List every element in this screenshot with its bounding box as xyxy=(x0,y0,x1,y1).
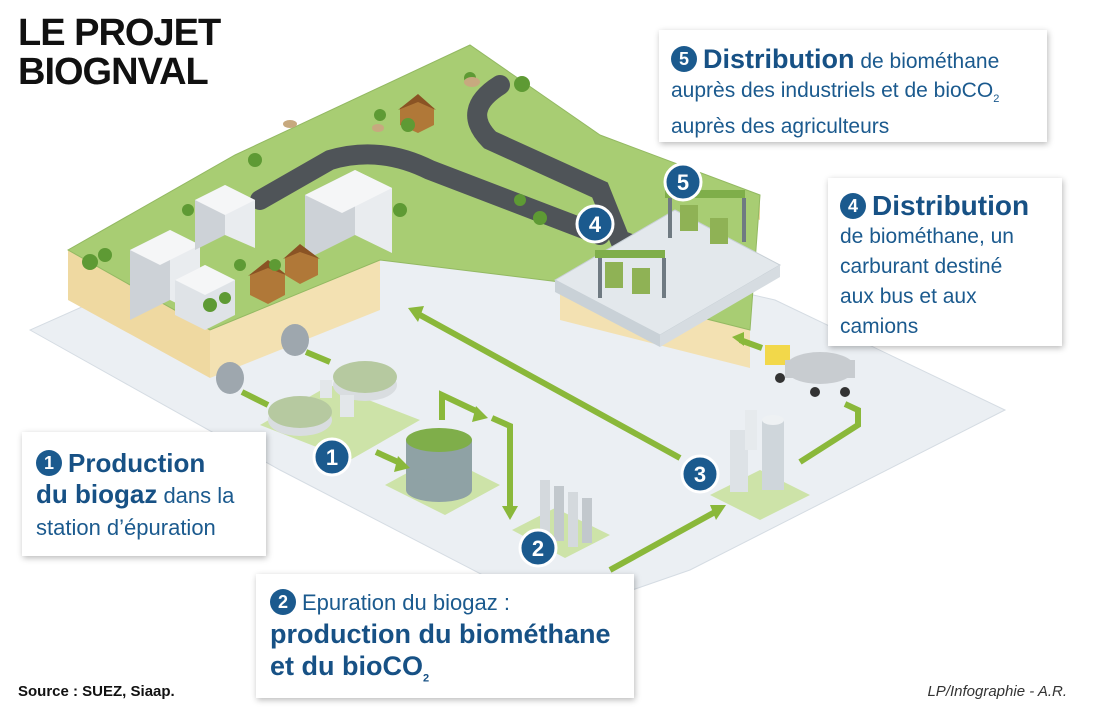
flow-arrows xyxy=(374,312,861,573)
page-title: LE PROJET BIOGNVAL xyxy=(18,12,221,93)
step-4-badge: 4 xyxy=(840,192,866,219)
arrow-3-to-truck xyxy=(798,401,861,465)
step-2-text-1: Epuration du biogaz : xyxy=(302,590,510,615)
title-line-1: LE PROJET xyxy=(18,12,221,54)
step-4-title: Distribution xyxy=(872,190,1030,221)
scene-marker-4-label: 4 xyxy=(589,212,602,237)
step-1-text-3: station d’épuration xyxy=(36,515,216,541)
house-1 xyxy=(248,260,288,304)
step-5-badge: 5 xyxy=(671,45,697,72)
scene-marker-2: 2 xyxy=(518,528,558,568)
credit-note: LP/Infographie - A.R. xyxy=(927,683,1067,700)
arrow-tank-to-purif xyxy=(490,415,513,508)
step-5-title: Distribution xyxy=(703,44,855,74)
scene-marker-2-label: 2 xyxy=(532,536,544,561)
fuel-stations xyxy=(553,190,782,347)
arrow-2-to-3 xyxy=(608,509,717,573)
arrowhead-6 xyxy=(732,332,744,346)
house-2 xyxy=(283,244,320,284)
treatment-station xyxy=(260,361,420,460)
step-2-title-2: et du bioCO xyxy=(270,651,423,681)
tanker-truck xyxy=(765,345,855,397)
step-2-subscript: 2 xyxy=(422,672,430,685)
title-line-2: BIOGNVAL xyxy=(18,51,209,93)
arrow-3-to-4 xyxy=(418,312,682,461)
digester-tank xyxy=(385,428,500,515)
trees xyxy=(82,72,547,312)
arrow-1-to-tank xyxy=(374,449,400,465)
arrowhead-1 xyxy=(394,456,410,472)
arrowhead-5 xyxy=(408,306,424,322)
scene-marker-5-label: 5 xyxy=(677,170,689,195)
step-1-title-2: du biogaz xyxy=(36,479,158,510)
processing-unit xyxy=(710,410,810,520)
arrowhead-4 xyxy=(710,505,726,520)
step-5-text-1: de biométhane xyxy=(854,50,1000,73)
purification-unit xyxy=(512,480,610,558)
scene-marker-4: 4 xyxy=(575,204,615,244)
outfall-pipes xyxy=(216,324,332,408)
step-1-title: Production xyxy=(68,448,206,478)
step-4-line-4: camions xyxy=(840,315,919,338)
arrow-tank-to-2 xyxy=(439,390,480,420)
step-5-line-3: auprès des agriculteurs xyxy=(671,115,890,139)
step-2-badge: 2 xyxy=(270,589,296,616)
step-2-title: production du biométhane xyxy=(270,619,611,649)
earth-block-side-front xyxy=(210,260,380,378)
building-low xyxy=(175,265,235,330)
road xyxy=(250,75,670,265)
step-1-badge: 1 xyxy=(36,450,62,477)
building-mid xyxy=(195,185,255,250)
arrowhead-3 xyxy=(502,506,518,520)
scene-marker-3-label: 3 xyxy=(694,462,706,487)
step-1-text-2: dans la xyxy=(157,483,235,509)
step-4-line-1: de biométhane, un xyxy=(840,225,1014,248)
step-5-line-2: auprès des industriels et de bioCO xyxy=(671,79,994,102)
source-note: Source : SUEZ, Siaap. xyxy=(18,683,175,700)
arrow-heads xyxy=(394,306,744,520)
rocks xyxy=(283,77,480,132)
scene-marker-1: 1 xyxy=(312,437,352,477)
building-large xyxy=(305,170,392,260)
scene-marker-1-label: 1 xyxy=(326,445,338,470)
arrowhead-2 xyxy=(472,406,488,422)
step-5-subscript: 2 xyxy=(993,93,1000,106)
step-4-line-2: carburant destiné xyxy=(840,255,1003,278)
scene-marker-3: 3 xyxy=(680,454,720,494)
step-4-line-3: aux bus et aux xyxy=(840,285,977,308)
scene-marker-5: 5 xyxy=(663,162,703,202)
